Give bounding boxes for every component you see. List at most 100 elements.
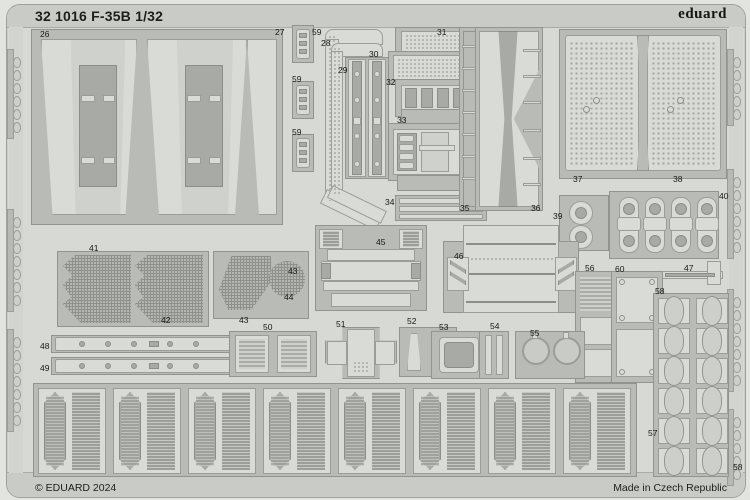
part-label-28-2: 28 bbox=[321, 38, 331, 48]
sprocket-hole bbox=[13, 350, 21, 361]
part-48-d6 bbox=[149, 341, 159, 347]
part-40-d1 bbox=[701, 203, 713, 215]
sprocket-hole bbox=[13, 295, 21, 306]
sprocket-hole bbox=[13, 83, 21, 94]
part-37-hole-2 bbox=[583, 106, 590, 113]
part-36-t4 bbox=[523, 129, 541, 132]
sprocket-hole bbox=[733, 190, 741, 201]
rail-tab bbox=[727, 169, 734, 259]
part-58-diamond bbox=[702, 446, 722, 476]
part-38-rivets bbox=[651, 41, 717, 165]
part-33-l4 bbox=[399, 162, 414, 169]
part-55-tab-1 bbox=[532, 332, 538, 339]
part-label-44-19: 44 bbox=[284, 292, 294, 302]
sprocket-hole bbox=[13, 337, 21, 348]
part-31-rivets bbox=[405, 34, 467, 54]
part-59b-d2 bbox=[299, 97, 307, 102]
part-58-carrier bbox=[653, 293, 729, 477]
part-49-d5 bbox=[193, 363, 199, 369]
sprocket-hole bbox=[733, 96, 741, 107]
part-57-ladder-inner bbox=[346, 396, 364, 466]
right-sprocket-rail bbox=[727, 27, 743, 486]
part-32-bay-3 bbox=[437, 88, 449, 108]
part-label-58-34: 58 bbox=[733, 462, 743, 472]
part-37-rivets bbox=[569, 41, 635, 165]
part-54-strip-1 bbox=[485, 335, 492, 375]
part-label-29-3: 29 bbox=[338, 65, 348, 75]
part-label-52-27: 52 bbox=[407, 316, 417, 326]
left-sprocket-rail bbox=[7, 27, 23, 473]
part-58-diamond bbox=[702, 296, 722, 326]
part-29-hole-4 bbox=[354, 161, 360, 167]
rail-tab bbox=[7, 329, 14, 432]
part-39-hub-1 bbox=[575, 207, 587, 219]
part-60-h1 bbox=[619, 279, 625, 285]
part-57-ladder bbox=[597, 392, 625, 470]
part-57-ladder bbox=[522, 392, 550, 470]
part-26-right-core bbox=[185, 65, 223, 187]
part-55-ring-1 bbox=[522, 337, 550, 365]
sprocket-hole bbox=[13, 415, 21, 426]
part-label-27-1: 27 bbox=[275, 27, 285, 37]
part-45-mid-r bbox=[411, 263, 421, 279]
part-26-slot-h bbox=[209, 157, 221, 164]
part-label-38-12: 38 bbox=[673, 174, 683, 184]
part-33-l1 bbox=[399, 135, 414, 142]
part-54-carrier bbox=[479, 331, 509, 379]
sprocket-hole bbox=[733, 242, 741, 253]
sprocket-hole bbox=[13, 376, 21, 387]
part-label-54-29: 54 bbox=[490, 321, 500, 331]
sprocket-hole bbox=[13, 230, 21, 241]
part-50-right-slats bbox=[281, 339, 307, 369]
part-label-41-15: 41 bbox=[89, 243, 99, 253]
part-54-strip-2 bbox=[496, 335, 503, 375]
part-49-d3 bbox=[131, 363, 137, 369]
sprocket-hole bbox=[733, 297, 741, 308]
part-58-diamond bbox=[702, 356, 722, 386]
part-label-56-31: 56 bbox=[585, 263, 595, 273]
sprocket-hole bbox=[733, 216, 741, 227]
part-57-ladder bbox=[372, 392, 400, 470]
part-58-diamond bbox=[702, 416, 722, 446]
sprocket-hole bbox=[733, 323, 741, 334]
part-57-ladder-inner bbox=[196, 396, 214, 466]
part-label-59-36: 59 bbox=[292, 74, 302, 84]
part-30-hole-1 bbox=[374, 71, 380, 77]
part-48-d3 bbox=[131, 341, 137, 347]
sprocket-hole bbox=[733, 362, 741, 373]
part-26-slot-d bbox=[103, 157, 115, 164]
sprocket-hole bbox=[13, 389, 21, 400]
part-48-d5 bbox=[193, 341, 199, 347]
eduard-logo: eduard bbox=[678, 6, 727, 22]
part-58-diamond bbox=[664, 356, 684, 386]
part-label-43-17: 43 bbox=[239, 315, 249, 325]
header-bar bbox=[7, 5, 745, 28]
part-40-c2 bbox=[675, 235, 687, 247]
part-36-t2 bbox=[523, 75, 541, 78]
part-label-51-26: 51 bbox=[336, 319, 346, 329]
part-57-ladder-inner bbox=[571, 396, 589, 466]
part-39-hub-2 bbox=[575, 231, 587, 243]
part-49-d4 bbox=[167, 363, 173, 369]
part-30-hole-4 bbox=[374, 161, 380, 167]
part-label-45-20: 45 bbox=[376, 237, 386, 247]
origin-text: Made in Czech Republic bbox=[613, 482, 727, 494]
part-57-ladder bbox=[222, 392, 250, 470]
part-57-ladder bbox=[147, 392, 175, 470]
part-58-diamond bbox=[664, 386, 684, 416]
sprocket-hole bbox=[13, 269, 21, 280]
part-29-hole-1 bbox=[354, 71, 360, 77]
part-33-left-block bbox=[397, 133, 417, 171]
part-57-ladder-inner bbox=[121, 396, 139, 466]
part-36-t1 bbox=[523, 49, 541, 52]
part-45-bottom-bar bbox=[331, 293, 411, 307]
sprocket-hole bbox=[733, 417, 741, 428]
sprocket-hole bbox=[13, 57, 21, 68]
part-45-tl-ladder bbox=[323, 231, 339, 247]
sprocket-hole bbox=[13, 256, 21, 267]
part-label-47-22: 47 bbox=[684, 263, 694, 273]
part-59b-d3 bbox=[299, 105, 307, 110]
page-title: 32 1016 F-35B 1/32 bbox=[35, 8, 164, 24]
part-36-t3 bbox=[523, 101, 541, 104]
